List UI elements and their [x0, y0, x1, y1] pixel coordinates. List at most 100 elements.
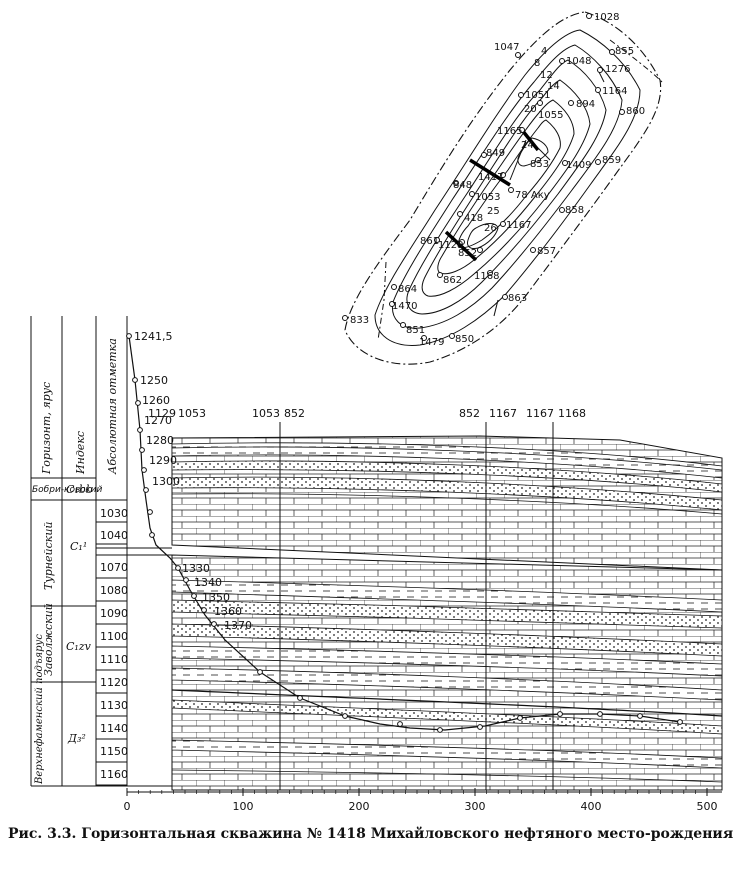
trajectory-depth-label: 1350	[202, 591, 230, 604]
trajectory-depth-label: 1370	[224, 619, 252, 632]
section-well-label: 1167	[526, 407, 554, 420]
famennian-name: Верхнефаменский подъярус	[34, 634, 45, 785]
isoline-label: 20	[524, 104, 537, 115]
elevation-mark: 1090	[100, 607, 128, 620]
trajectory-point	[677, 719, 683, 725]
header-index: Индекс	[74, 431, 87, 475]
figure-caption: Рис. 3.3. Горизонтальная скважина № 1418…	[8, 826, 734, 842]
isoline-label: 4	[541, 46, 547, 57]
trajectory-depth-labels: 1250126012701280129013001330134013501360…	[140, 374, 252, 632]
map-well-label: 863	[508, 293, 527, 304]
trajectory-point	[126, 333, 132, 339]
header-elevation: Абсолютная отметка	[106, 338, 119, 475]
map-well-label: 862	[443, 275, 462, 286]
elevation-mark: 1040	[100, 529, 128, 542]
map-well-label: 857	[537, 246, 556, 257]
header-horizon: Горизонт, ярус	[40, 382, 53, 475]
elevation-mark: 1070	[100, 561, 128, 574]
section-well-label: 1053	[252, 407, 280, 420]
elevation-mark: 1110	[100, 653, 128, 666]
trajectory-depth-label: 1330	[182, 562, 210, 575]
map-well-label: 1168	[474, 271, 499, 282]
isoline-label: 24	[521, 140, 534, 151]
isoline-label: 14	[547, 81, 560, 92]
map-well-label: 1167	[506, 220, 531, 231]
trajectory-point	[477, 724, 483, 730]
tournaisian-index: C₁¹	[70, 540, 87, 553]
trajectory-points	[126, 333, 683, 733]
map-well-label: 894	[576, 99, 595, 110]
trajectory-start-label: 1241,5	[134, 330, 173, 343]
map-well-label: 1055	[538, 110, 563, 121]
bobrikovsky-name: Бобри-ковский	[32, 485, 103, 495]
trajectory-point	[143, 487, 149, 493]
isoline-label: 8	[534, 58, 540, 69]
column-headers: Горизонт, ярус Индекс Абсолютная отметка…	[32, 338, 119, 785]
map-well-label: 1417	[478, 172, 503, 183]
trajectory-depth-label: 1280	[146, 434, 174, 447]
section-well-label: 1053	[178, 407, 206, 420]
map-well-label: 1164	[602, 86, 627, 97]
zavolzhsky-name: Заволжский	[42, 603, 55, 676]
structure-map: 1028 1047 855 1048 1276 1164 1051 894 86…	[342, 11, 663, 365]
section-well-label: 852	[459, 407, 480, 420]
trajectory-point	[557, 711, 563, 717]
trajectory-point	[175, 565, 181, 571]
trajectory-point	[132, 377, 138, 383]
isoline-label: 12	[540, 70, 553, 81]
map-well-label: 1047	[494, 42, 519, 53]
x-tick-label: 200	[349, 800, 370, 813]
map-well-label: 78 Аку	[515, 190, 550, 201]
well-trajectory: 1241,5	[126, 330, 683, 733]
trajectory-point	[183, 577, 189, 583]
elevation-marks-upper: 1030 1040	[96, 507, 128, 545]
map-well-label: 855	[615, 46, 634, 57]
zavolzhsky-index: C₁zv	[66, 640, 92, 653]
well-points	[342, 13, 625, 341]
trajectory-depth-label: 1270	[144, 414, 172, 427]
trajectory-point	[517, 715, 523, 721]
tournaisian-name: Турнейский	[42, 522, 55, 591]
trajectory-depth-label: 1300	[152, 475, 180, 488]
trajectory-depth-label: 1290	[149, 454, 177, 467]
map-well-label: 1479	[419, 337, 444, 348]
outer-contour	[344, 11, 662, 365]
trajectory-point	[342, 713, 348, 719]
x-tick-label: 500	[697, 800, 718, 813]
elevation-mark: 1120	[100, 676, 128, 689]
elevation-mark: 1030	[100, 507, 128, 520]
map-well-label: 861	[420, 236, 439, 247]
map-well-label: 1165	[497, 126, 522, 137]
x-tick-label: 300	[465, 800, 486, 813]
map-well-label: 1028	[594, 12, 619, 23]
map-well-label: 1051	[525, 90, 550, 101]
map-well-label: 859	[602, 155, 621, 166]
isoline-label: 26	[484, 223, 497, 234]
isoline-label: 25	[487, 206, 500, 217]
map-well-label: 418	[464, 213, 483, 224]
trajectory-depth-label: 1340	[194, 576, 222, 589]
trajectory-point	[141, 467, 147, 473]
trajectory-point	[201, 607, 207, 613]
map-well-label: 1409	[566, 160, 591, 171]
trajectory-point	[191, 593, 197, 599]
trajectory-point	[297, 695, 303, 701]
section-well-label: 852	[284, 407, 305, 420]
x-tick-label: 400	[581, 800, 602, 813]
elevation-mark: 1160	[100, 768, 128, 781]
bobrikovsky-index: C₁bb	[66, 483, 93, 496]
map-well-label: 1048	[566, 56, 591, 67]
map-well-label: 1470	[392, 301, 417, 312]
map-well-label: 853	[530, 159, 549, 170]
elevation-mark: 1140	[100, 722, 128, 735]
map-well-label: 1053	[475, 192, 500, 203]
trajectory-point	[139, 447, 145, 453]
map-well-label: 864	[398, 284, 417, 295]
trajectory-point	[397, 721, 403, 727]
trajectory-point	[211, 621, 217, 627]
elevation-mark: 1130	[100, 699, 128, 712]
section-well-labels: 1129 1053 1053 852 852 1167 1167 1168	[148, 407, 586, 420]
famennian-index: Д₃²	[67, 732, 86, 745]
map-well-label: 833	[350, 315, 369, 326]
